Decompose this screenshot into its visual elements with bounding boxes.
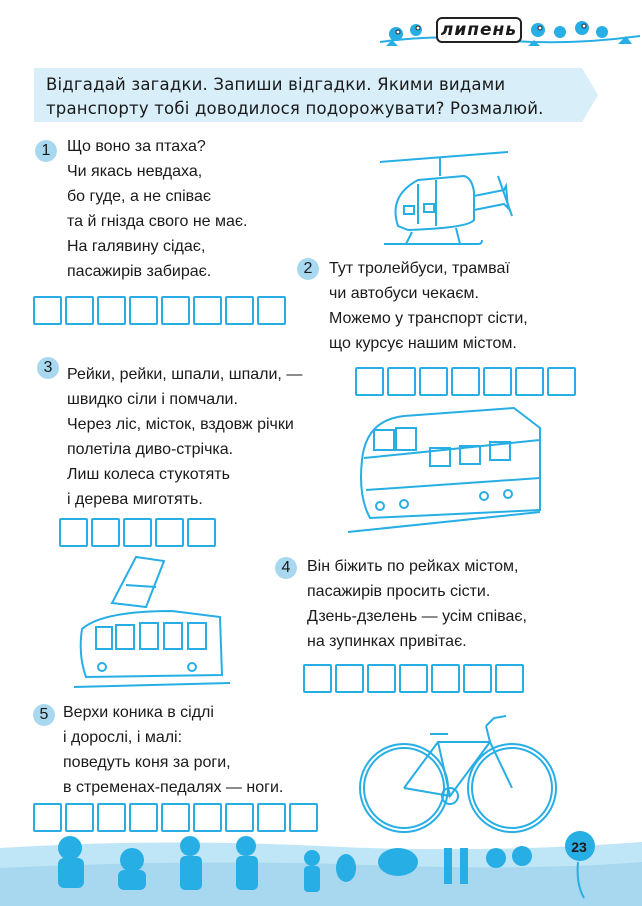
answer-boxes — [59, 518, 216, 547]
letter-box[interactable] — [33, 803, 62, 832]
letter-box[interactable] — [257, 803, 286, 832]
letter-box[interactable] — [289, 803, 318, 832]
letter-box[interactable] — [451, 367, 480, 396]
tram-icon — [73, 555, 231, 688]
riddle-number: 1 — [35, 140, 57, 162]
letter-box[interactable] — [225, 803, 254, 832]
letter-box[interactable] — [129, 803, 158, 832]
riddle-number: 2 — [297, 258, 319, 280]
letter-box[interactable] — [33, 296, 62, 325]
train-icon — [347, 406, 541, 533]
letter-box[interactable] — [419, 367, 448, 396]
letter-box[interactable] — [547, 367, 576, 396]
letter-box[interactable] — [335, 664, 364, 693]
answer-boxes — [303, 664, 524, 693]
birds-icon — [379, 21, 641, 46]
riddle-text: Тут тролейбуси, трамваї чи автобуси чека… — [329, 260, 528, 352]
bicycle-icon — [359, 715, 557, 833]
riddle-number: 4 — [275, 557, 297, 579]
letter-box[interactable] — [483, 367, 512, 396]
answer-boxes — [355, 367, 576, 396]
letter-box[interactable] — [59, 518, 88, 547]
letter-box[interactable] — [463, 664, 492, 693]
letter-box[interactable] — [515, 367, 544, 396]
letter-box[interactable] — [495, 664, 524, 693]
helicopter-icon — [379, 151, 513, 245]
letter-box[interactable] — [129, 296, 158, 325]
letter-box[interactable] — [257, 296, 286, 325]
letter-box[interactable] — [303, 664, 332, 693]
letter-box[interactable] — [97, 296, 126, 325]
letter-box[interactable] — [65, 803, 94, 832]
children-animals-icon — [0, 831, 642, 906]
riddle-text: Рейки, рейки, шпали, шпали, — швидко сіл… — [67, 366, 303, 508]
letter-box[interactable] — [91, 518, 120, 547]
letter-box[interactable] — [161, 803, 190, 832]
riddle-text: Що воно за птаха? Чи якась невдаха, бо г… — [67, 138, 248, 280]
letter-box[interactable] — [367, 664, 396, 693]
letter-box[interactable] — [225, 296, 254, 325]
letter-box[interactable] — [65, 296, 94, 325]
letter-box[interactable] — [355, 367, 384, 396]
riddle-text: Верхи коника в сідлі і дорослі, і малі: … — [63, 704, 284, 796]
instruction-banner — [34, 68, 598, 122]
page-number: 23 — [571, 839, 587, 855]
answer-boxes — [33, 296, 286, 325]
riddle-number: 5 — [33, 704, 55, 726]
letter-box[interactable] — [193, 803, 222, 832]
letter-box[interactable] — [123, 518, 152, 547]
letter-box[interactable] — [97, 803, 126, 832]
letter-box[interactable] — [155, 518, 184, 547]
month-label: липень — [436, 17, 522, 43]
letter-box[interactable] — [161, 296, 190, 325]
riddle-number: 3 — [37, 357, 59, 379]
letter-box[interactable] — [387, 367, 416, 396]
letter-box[interactable] — [399, 664, 428, 693]
riddle-text: Він біжить по рейках містом, пасажирів п… — [307, 558, 527, 650]
letter-box[interactable] — [193, 296, 222, 325]
instruction-text: Відгадай загадки. Запиши відгадки. Якими… — [46, 75, 544, 118]
answer-boxes — [33, 803, 318, 832]
letter-box[interactable] — [187, 518, 216, 547]
letter-box[interactable] — [431, 664, 460, 693]
